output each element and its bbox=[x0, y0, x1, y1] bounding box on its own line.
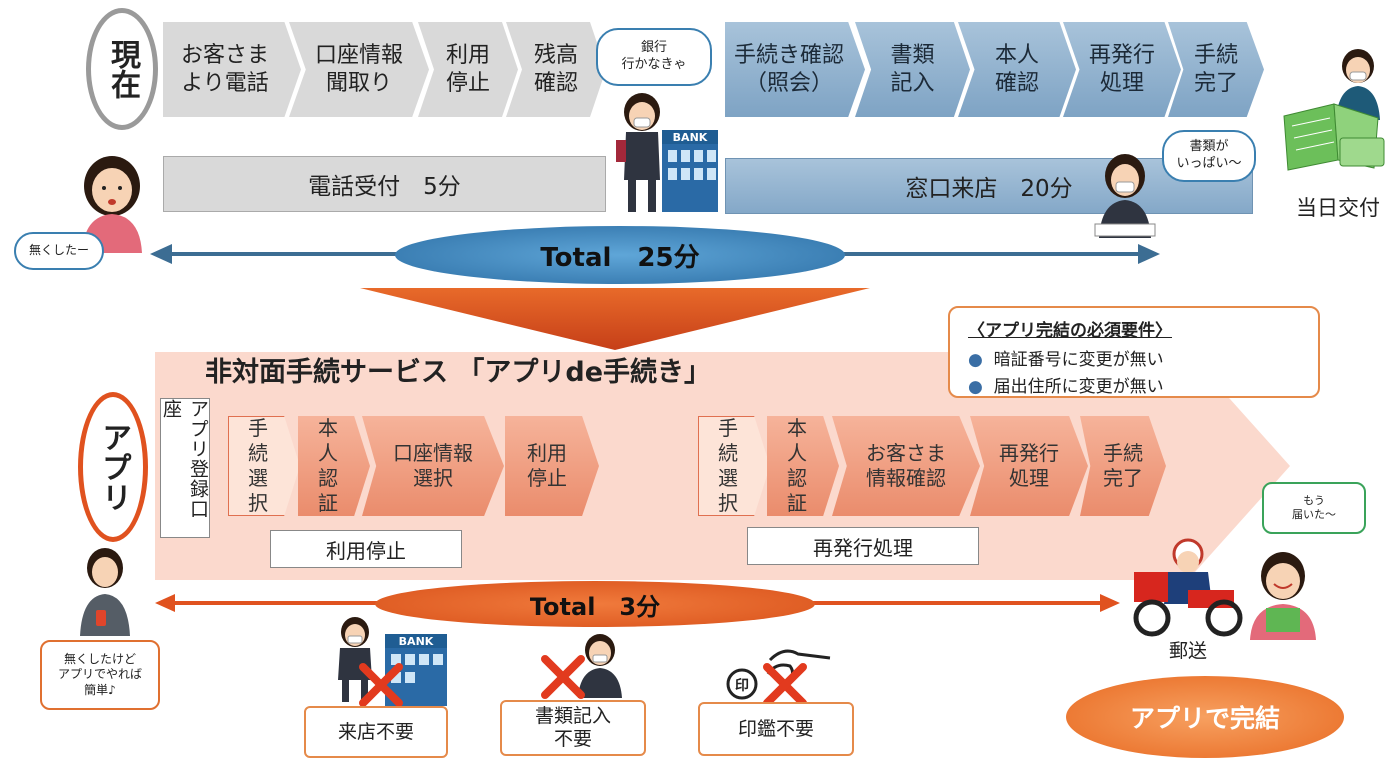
reissue-phase-label: 再発行処理 bbox=[747, 527, 979, 565]
seal-char: 印 bbox=[735, 677, 749, 694]
bubble-lost: 無くしたー bbox=[14, 232, 104, 270]
step-document-fill: 書類 記入 bbox=[855, 22, 970, 117]
bankbook-card-icon bbox=[1278, 98, 1388, 176]
requirement-item: ● 暗証番号に変更が無い bbox=[968, 350, 1164, 370]
bubble-already-arrived: もう 届いた〜 bbox=[1262, 482, 1366, 534]
app-step-auth-2: 本 人 認 証 bbox=[767, 416, 839, 516]
bank-sign-top: BANK bbox=[673, 131, 708, 144]
step-balance-check: 残高 確認 bbox=[506, 22, 606, 117]
happy-woman-figure bbox=[1240, 548, 1326, 640]
cross-mark-icon-visit bbox=[359, 663, 403, 707]
app-label-oval: アプリ bbox=[78, 392, 148, 542]
requirements-title: 〈アプリ完結の必須要件〉 bbox=[968, 321, 1172, 341]
registered-account-box: アプリ登録口座 bbox=[160, 398, 210, 538]
bubble-many-documents: 書類が いっぱい〜 bbox=[1162, 130, 1256, 182]
woman-writing-documents-figure bbox=[1085, 150, 1165, 238]
bubble-easy-with-app: 無くしたけど アプリでやれば 簡単♪ bbox=[40, 640, 160, 710]
cross-mark-icon-docs bbox=[541, 655, 585, 699]
service-title: 非対面手続サービス 「アプリde手続き」 bbox=[205, 357, 712, 388]
bullet-icon: ● bbox=[968, 377, 983, 397]
no-visit-tag: 来店不要 bbox=[304, 706, 448, 758]
app-step-suspend: 利用 停止 bbox=[505, 416, 599, 516]
current-label-oval: 現在 bbox=[86, 8, 158, 130]
app-step-customer-info: お客さま 情報確認 bbox=[832, 416, 980, 516]
step-complete: 手続 完了 bbox=[1168, 22, 1264, 117]
requirements-box: 〈アプリ完結の必須要件〉 ● 暗証番号に変更が無い ● 届出住所に変更が無い bbox=[948, 306, 1320, 398]
requirement-item: ● 届出住所に変更が無い bbox=[968, 377, 1164, 397]
transition-arrow bbox=[360, 288, 870, 350]
app-step-auth-1: 本 人 認 証 bbox=[298, 416, 370, 516]
same-day-label: 当日交付 bbox=[1296, 196, 1380, 220]
stop-phase-label: 利用停止 bbox=[270, 530, 462, 568]
step-procedure-confirm: 手続き確認 （照会） bbox=[725, 22, 865, 117]
app-step-select-2: 手 続 選 択 bbox=[698, 416, 770, 516]
no-seal-tag: 印鑑不要 bbox=[698, 702, 854, 756]
step-hear-account: 口座情報 聞取り bbox=[289, 22, 429, 117]
step-suspend: 利用 停止 bbox=[418, 22, 518, 117]
app-step-select-1: 手 続 選 択 bbox=[228, 416, 300, 516]
cross-mark-icon-seal bbox=[763, 663, 807, 707]
mail-label: 郵送 bbox=[1168, 640, 1207, 662]
step-reissue: 再発行 処理 bbox=[1063, 22, 1181, 117]
phone-duration-bar: 電話受付 5分 bbox=[163, 156, 606, 212]
app-step-reissue: 再発行 処理 bbox=[970, 416, 1088, 516]
bullet-icon: ● bbox=[968, 350, 983, 370]
step-customer-call: お客さま より電話 bbox=[163, 22, 301, 117]
current-label: 現在 bbox=[105, 39, 140, 99]
total-ellipse-top: Total 25分 bbox=[395, 226, 845, 284]
step-identity-confirm: 本人 確認 bbox=[958, 22, 1076, 117]
bank-building-icon-top: BANK bbox=[660, 128, 720, 212]
woman-writing-small-figure bbox=[570, 632, 630, 698]
woman-walking-to-bank-figure bbox=[612, 88, 672, 216]
bubble-go-bank: 銀行 行かなきゃ bbox=[596, 28, 712, 86]
woman-with-phone-figure bbox=[70, 544, 140, 636]
app-complete-badge: アプリで完結 bbox=[1066, 676, 1344, 758]
app-label: アプリ bbox=[96, 422, 131, 512]
total-ellipse-bottom: Total 3分 bbox=[375, 581, 815, 627]
app-step-select-account: 口座情報 選択 bbox=[362, 416, 504, 516]
no-docs-tag: 書類記入 不要 bbox=[500, 700, 646, 756]
app-step-complete: 手続 完了 bbox=[1080, 416, 1166, 516]
postman-motorbike-figure bbox=[1128, 538, 1248, 638]
bank-sign-bottom: BANK bbox=[399, 635, 434, 648]
